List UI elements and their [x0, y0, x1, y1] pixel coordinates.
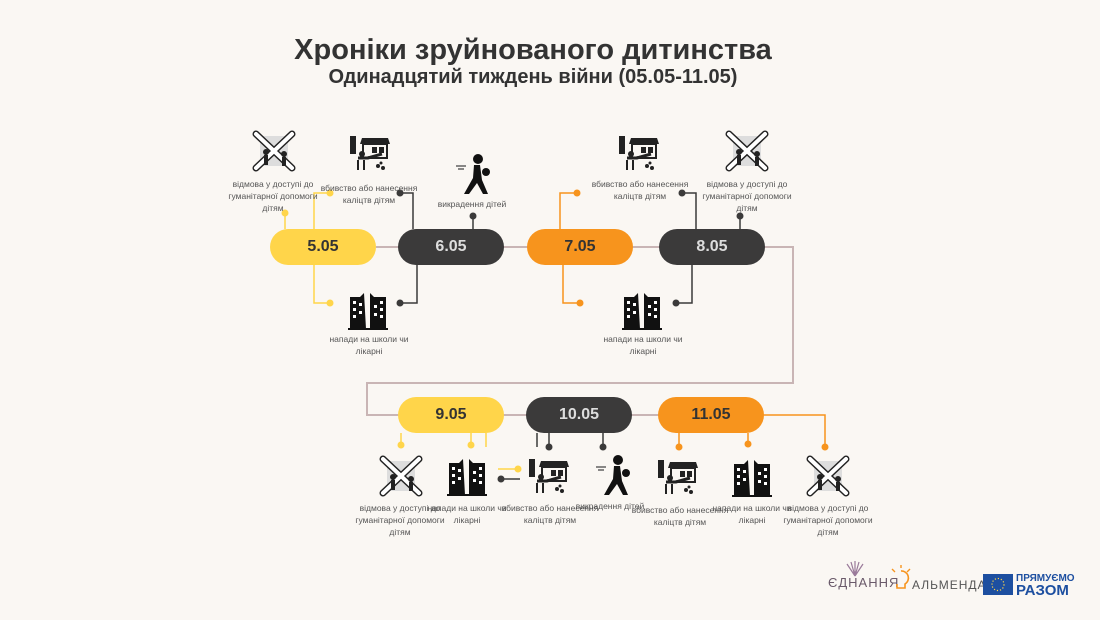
killing-icon — [617, 132, 661, 174]
refusal-icon — [379, 455, 423, 497]
eu-slogan-bottom: РАЗОМ — [1016, 582, 1069, 599]
event-label: вбивство або нанесення каліцтв дітям — [320, 183, 418, 205]
date-pill-11-05: 11.05 — [658, 397, 764, 433]
event-label: викрадення дітей — [575, 501, 645, 511]
event-label: відмова у доступі до гуманітарної допомо… — [702, 179, 792, 213]
date-pill-5-05: 5.05 — [270, 229, 376, 265]
almenda-logo: АЛЬМЕНДА — [912, 578, 987, 592]
abduction-icon — [592, 455, 636, 497]
eu-slogan-top: ПРЯМУЄМО — [1016, 573, 1075, 584]
flower-icon — [846, 561, 864, 577]
killing-icon — [527, 455, 571, 497]
event-label: вбивство або нанесення каліцтв дітям — [591, 179, 689, 201]
event-label: відмова у доступі до гуманітарної допомо… — [355, 503, 445, 537]
event-label: вбивство або нанесення каліцтв дітям — [631, 505, 729, 527]
page-title: Хроніки зруйнованого дитинства — [294, 34, 772, 66]
date-pill-10-05: 10.05 — [526, 397, 632, 433]
refusal-icon — [725, 130, 769, 172]
event-label: напади на школи чи лікарні — [427, 503, 507, 525]
attack-on-schools-icon — [730, 456, 774, 498]
eu-flag-icon — [983, 574, 1013, 595]
event-label: вбивство або нанесення каліцтв дітям — [501, 503, 599, 525]
killing-icon — [656, 456, 700, 498]
ednannia-logo: ЄДНАННЯ — [828, 575, 900, 590]
killing-icon — [348, 132, 392, 174]
date-pill-8-05: 8.05 — [659, 229, 765, 265]
date-pill-6-05: 6.05 — [398, 229, 504, 265]
event-label: напади на школи чи лікарні — [712, 503, 792, 525]
attack-on-schools-icon — [445, 455, 489, 497]
page-subtitle: Одинадцятий тиждень війни (05.05-11.05) — [328, 66, 738, 88]
event-label: напади на школи чи лікарні — [329, 334, 409, 356]
date-pill-7-05: 7.05 — [527, 229, 633, 265]
abduction-icon — [452, 154, 496, 196]
refusal-icon — [806, 455, 850, 497]
attack-on-schools-icon — [620, 289, 664, 331]
attack-on-schools-icon — [346, 289, 390, 331]
event-label: напади на школи чи лікарні — [603, 334, 683, 356]
event-label: відмова у доступі до гуманітарної допомо… — [783, 503, 873, 537]
lightbulb-icon — [891, 565, 911, 589]
refusal-icon — [252, 130, 296, 172]
date-pill-9-05: 9.05 — [398, 397, 504, 433]
event-label: викрадення дітей — [437, 199, 507, 209]
event-label: відмова у доступі до гуманітарної допомо… — [228, 179, 318, 213]
